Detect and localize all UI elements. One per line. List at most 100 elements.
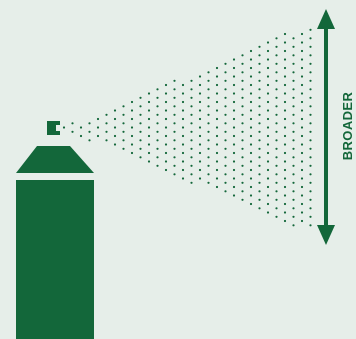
spray-dot — [165, 126, 167, 128]
spray-dot — [233, 92, 235, 94]
spray-dot — [250, 135, 252, 137]
spray-dot — [284, 169, 286, 171]
spray-dot — [284, 41, 286, 43]
spray-dot — [301, 186, 303, 188]
spray-dot — [250, 160, 252, 162]
spray-dot — [199, 101, 201, 103]
spray-dot — [267, 118, 269, 120]
spray-dot — [258, 199, 260, 201]
spray-dot — [292, 71, 294, 73]
spray-dot — [301, 101, 303, 103]
spray-dot — [216, 160, 218, 162]
spray-dot — [216, 67, 218, 69]
spray-dot — [301, 135, 303, 137]
spray-dot — [224, 148, 226, 150]
spray-dot — [233, 177, 235, 179]
spray-dot — [165, 101, 167, 103]
spray-dot — [165, 92, 167, 94]
spray-dot — [284, 135, 286, 137]
spray-dot — [301, 84, 303, 86]
spray-dot — [97, 135, 99, 137]
spray-dot — [199, 135, 201, 137]
spray-dot — [71, 122, 73, 124]
spray-dot — [241, 156, 243, 158]
spray-dot — [233, 58, 235, 60]
spray-dot — [207, 122, 209, 124]
spray-dot — [182, 118, 184, 120]
spray-dot — [148, 92, 150, 94]
spray-dot — [267, 194, 269, 196]
spray-dot — [275, 173, 277, 175]
spray-dot — [156, 148, 158, 150]
spray-dot — [190, 165, 192, 167]
spray-dot — [190, 88, 192, 90]
spray-dot — [267, 211, 269, 213]
spray-dot — [309, 131, 311, 133]
spray-can-body — [16, 180, 94, 339]
spray-dot — [275, 199, 277, 201]
spray-dot — [216, 101, 218, 103]
spray-dot — [190, 80, 192, 82]
spray-dot — [284, 177, 286, 179]
spray-dot — [301, 211, 303, 213]
spray-dot — [224, 139, 226, 141]
spray-dot — [309, 139, 311, 141]
spray-dot — [165, 135, 167, 137]
spray-dot — [275, 216, 277, 218]
spray-dot — [275, 97, 277, 99]
spray-dot — [292, 199, 294, 201]
spray-dot — [301, 50, 303, 52]
spray-dot — [80, 135, 82, 137]
spray-dot — [199, 109, 201, 111]
spray-dot — [292, 97, 294, 99]
spray-dot — [148, 126, 150, 128]
spray-dot — [173, 122, 175, 124]
spray-dot — [267, 92, 269, 94]
spray-dot — [241, 182, 243, 184]
spray-dot — [309, 122, 311, 124]
arrow-head-down — [317, 225, 335, 245]
spray-dot — [309, 37, 311, 39]
spray-dot — [207, 182, 209, 184]
spray-dot — [173, 105, 175, 107]
spray-dot — [258, 156, 260, 158]
spray-dot — [122, 105, 124, 107]
spray-dot — [292, 54, 294, 56]
spray-dot — [139, 156, 141, 158]
spray-dot — [309, 54, 311, 56]
spray-dot — [182, 126, 184, 128]
spray-can-icon — [16, 121, 94, 339]
spray-dot — [250, 58, 252, 60]
spray-dot — [301, 169, 303, 171]
spray-dot — [250, 92, 252, 94]
spray-dot — [105, 131, 107, 133]
spray-dot — [216, 177, 218, 179]
spray-dot — [190, 139, 192, 141]
spray-dot — [131, 101, 133, 103]
spray-dot — [284, 58, 286, 60]
spray-dot — [275, 105, 277, 107]
spray-dot — [207, 97, 209, 99]
spray-dot — [165, 109, 167, 111]
spray-dot — [301, 67, 303, 69]
spray-dot — [267, 67, 269, 69]
spray-dot — [156, 131, 158, 133]
spray-dot — [122, 139, 124, 141]
spray-dot — [292, 173, 294, 175]
spray-dot — [258, 131, 260, 133]
spray-dot — [258, 88, 260, 90]
spray-dot — [165, 160, 167, 162]
spray-dot — [292, 190, 294, 192]
spray-dot — [233, 160, 235, 162]
spray-dot — [292, 88, 294, 90]
spray-dot — [97, 126, 99, 128]
spray-dot — [122, 131, 124, 133]
spray-dot — [88, 139, 90, 141]
spray-dot — [258, 97, 260, 99]
spray-dot — [292, 114, 294, 116]
spray-dot — [250, 67, 252, 69]
spray-dot — [301, 203, 303, 205]
spray-dot — [267, 152, 269, 154]
spray-dot — [182, 143, 184, 145]
spray-dot — [139, 114, 141, 116]
